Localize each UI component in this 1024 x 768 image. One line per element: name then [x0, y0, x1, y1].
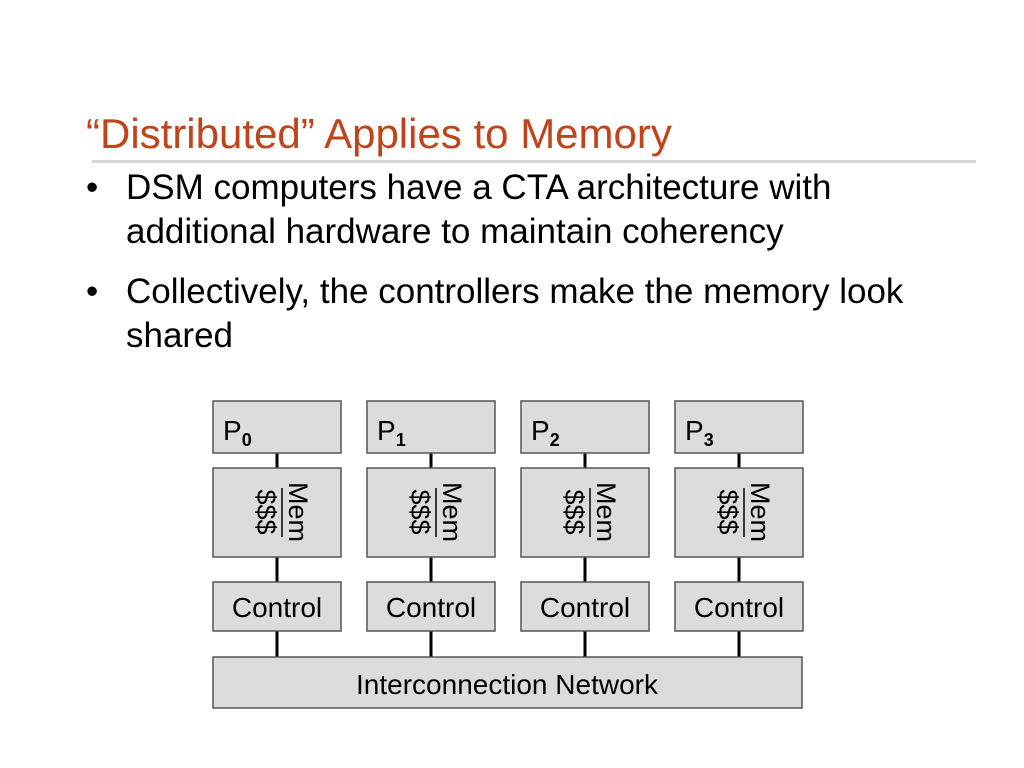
processor-label: P1 [377, 415, 406, 450]
controller-label: Control [540, 592, 630, 623]
bullet-text: Collectively, the controllers make the m… [126, 272, 904, 355]
cache-label: $$$ [405, 489, 435, 534]
controller-label: Control [694, 592, 784, 623]
processor-label: P0 [223, 415, 252, 450]
cache-memory-box [520, 467, 650, 558]
cache-memory-box [674, 467, 804, 558]
processor-label: P2 [531, 415, 560, 450]
memory-label: Mem [591, 482, 621, 542]
cache-memory-box [366, 467, 496, 558]
memory-label: Mem [283, 482, 313, 542]
cache-label: $$$ [559, 489, 589, 534]
slide-title: “Distributed” Applies to Memory [86, 110, 672, 157]
connector-links [275, 453, 741, 657]
processor-box [674, 400, 804, 454]
bullet-marker: • [86, 272, 99, 311]
processor-index: 0 [242, 430, 252, 450]
controller-box [212, 581, 342, 632]
controller-box [366, 581, 496, 632]
bullet-marker: • [86, 168, 99, 207]
title-divider [92, 160, 976, 163]
network-box [212, 656, 803, 709]
controller-label: Control [232, 592, 322, 623]
bullet-item: • DSM computers have a CTA architecture … [86, 166, 946, 254]
processor-index: 1 [396, 430, 406, 450]
network-group: Interconnection Network [212, 656, 803, 709]
cache-memory-box [212, 467, 342, 558]
controller-label: Control [386, 592, 476, 623]
processor-label: P3 [685, 415, 714, 450]
bullet-list: • DSM computers have a CTA architecture … [86, 166, 946, 358]
network-label: Interconnection Network [356, 669, 659, 700]
processor-index: 3 [704, 430, 714, 450]
bullet-text: DSM computers have a CTA architecture wi… [126, 168, 832, 251]
cache-label: $$$ [251, 489, 281, 534]
processor-index: 2 [550, 430, 560, 450]
node-columns: P0$$$MemControlP1$$$MemControlP2$$$MemCo… [212, 400, 804, 632]
memory-label: Mem [437, 482, 467, 542]
controller-box [674, 581, 804, 632]
cache-label: $$$ [713, 489, 743, 534]
controller-box [520, 581, 650, 632]
processor-box [366, 400, 496, 454]
processor-box [520, 400, 650, 454]
memory-label: Mem [745, 482, 775, 542]
processor-box [212, 400, 342, 454]
bullet-item: • Collectively, the controllers make the… [86, 270, 946, 358]
